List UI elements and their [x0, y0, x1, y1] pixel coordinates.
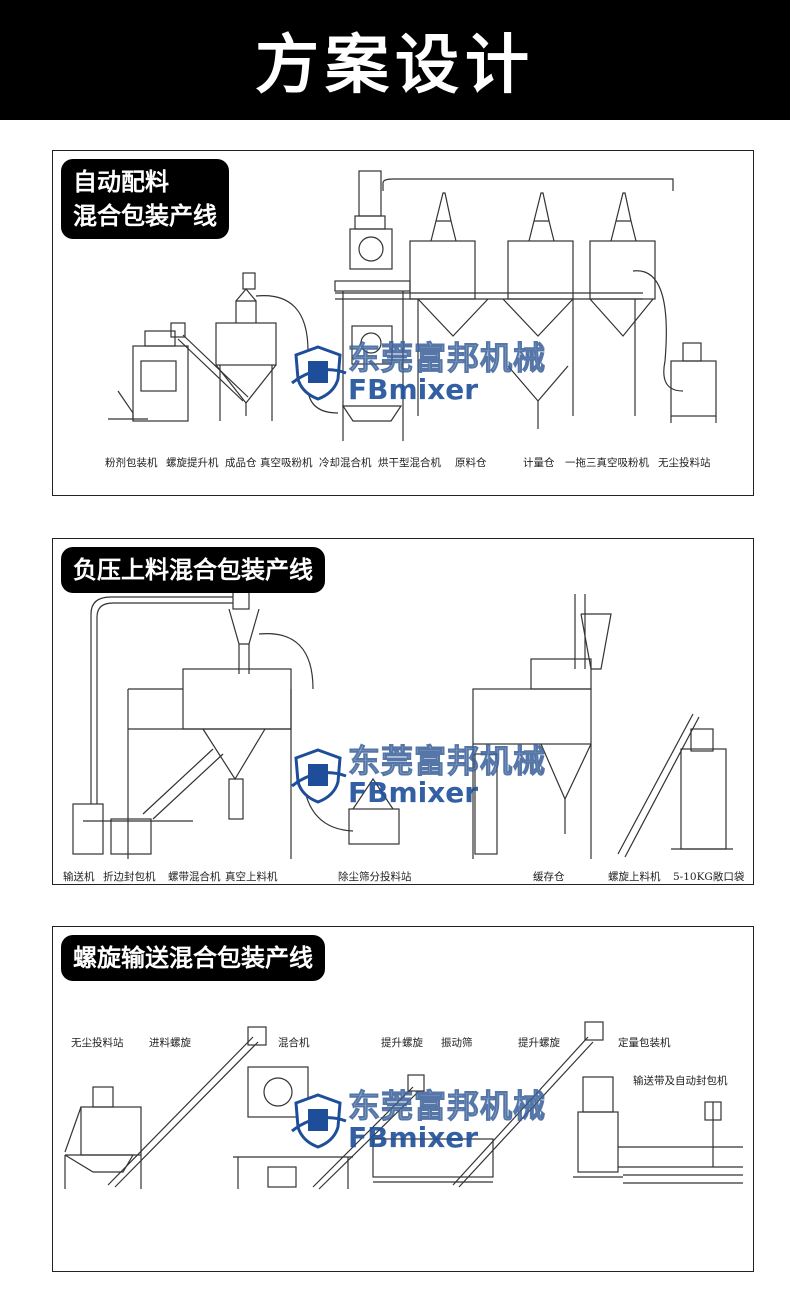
equipment-label: 输送机	[63, 871, 95, 883]
page-header: 方案设计	[0, 0, 790, 120]
equipment-label: 折边封包机	[103, 871, 156, 883]
equipment-label: 无尘投料站	[71, 1037, 124, 1049]
equipment-label: 螺旋上料机	[608, 871, 661, 883]
equipment-label: 提升螺旋	[518, 1037, 560, 1049]
equipment-label: 成品仓	[225, 457, 257, 469]
screw-conveying-line-diagram	[64, 1021, 743, 1190]
panel-vacuum-feeding: 负压上料混合包装产线 输送机 折边封包机 螺带混合机 真空上料机 除尘筛分投料站…	[52, 538, 754, 885]
equipment-label: 除尘筛分投料站	[338, 871, 412, 883]
panel-title-line: 混合包装产线	[73, 202, 217, 230]
panel-auto-batching: 自动配料 混合包装产线 粉剂包装机 螺旋提升机 成品仓 真空吸粉机 冷却混合机 …	[52, 150, 754, 496]
equipment-label: 真空上料机	[225, 871, 278, 883]
equipment-label: 无尘投料站	[658, 457, 711, 469]
auto-batching-line-diagram	[108, 170, 717, 441]
equipment-label: 一拖三真空吸粉机	[565, 457, 649, 469]
vacuum-feeding-line-diagram	[72, 588, 733, 859]
equipment-label: 振动筛	[441, 1037, 473, 1049]
equipment-label: 真空吸粉机	[260, 457, 313, 469]
equipment-label: 进料螺旋	[149, 1037, 191, 1049]
panel-title-line: 自动配料	[73, 168, 169, 196]
panel-title-line: 负压上料混合包装产线	[73, 556, 313, 584]
equipment-label: 螺旋提升机	[166, 457, 219, 469]
equipment-label: 提升螺旋	[381, 1037, 423, 1049]
panel-title-badge: 自动配料 混合包装产线	[61, 159, 229, 239]
equipment-label: 5-10KG敞口袋	[673, 871, 745, 883]
panel-title-badge: 负压上料混合包装产线	[61, 547, 325, 593]
panel-screw-conveying: 螺旋输送混合包装产线 无尘投料站 进料螺旋 混合机 提升螺旋 振动筛 提升螺旋 …	[52, 926, 754, 1272]
panel-title-badge: 螺旋输送混合包装产线	[61, 935, 325, 981]
equipment-label: 缓存仓	[533, 871, 565, 883]
equipment-label: 混合机	[278, 1037, 310, 1049]
equipment-label: 计量仓	[523, 457, 555, 469]
equipment-label: 原料仓	[455, 457, 487, 469]
panel-title-line: 螺旋输送混合包装产线	[73, 944, 313, 972]
equipment-label: 定量包装机	[618, 1037, 671, 1049]
equipment-label: 冷却混合机	[319, 457, 372, 469]
equipment-label: 螺带混合机	[168, 871, 221, 883]
equipment-label: 烘干型混合机	[378, 457, 441, 469]
equipment-label: 粉剂包装机	[105, 457, 158, 469]
page-title: 方案设计	[255, 29, 535, 103]
equipment-label: 输送带及自动封包机	[633, 1075, 728, 1087]
